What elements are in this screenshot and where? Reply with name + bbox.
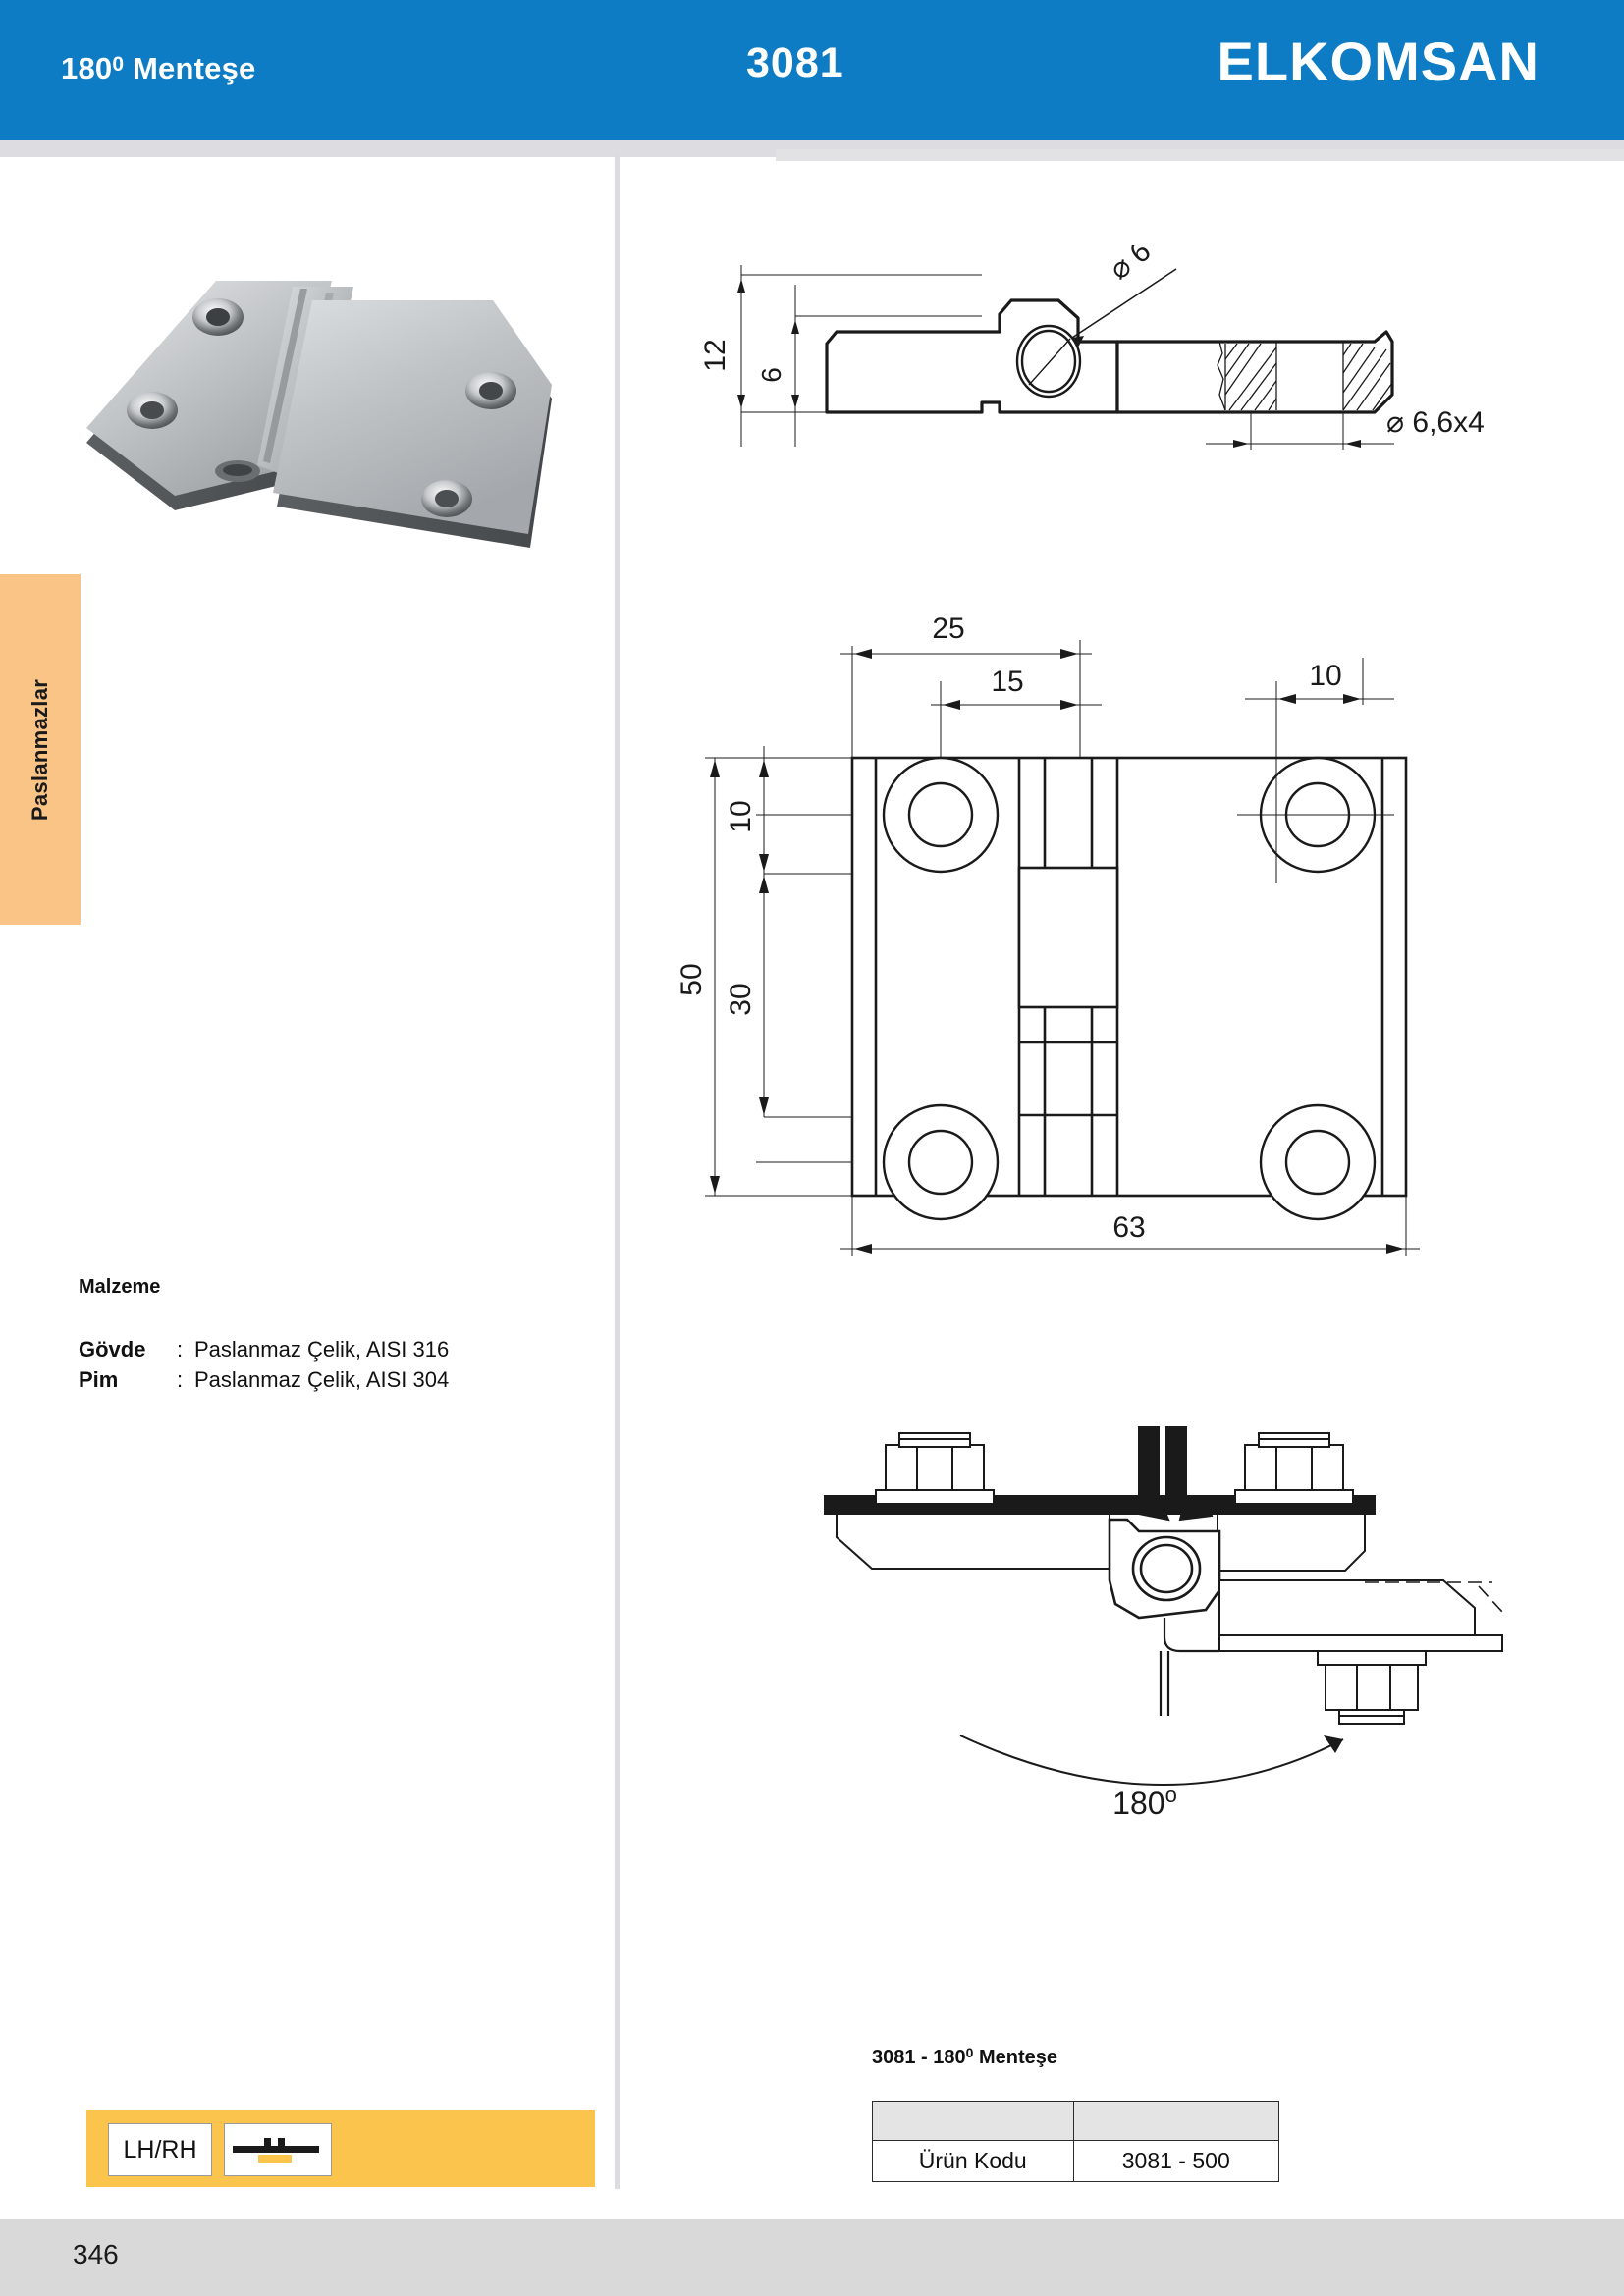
hinge-orientation-icon [233, 2138, 319, 2163]
order-table: Ürün Kodu 3081 - 500 [872, 2101, 1279, 2182]
bolt-assembly [1234, 1432, 1354, 1505]
angle-label: 180o [1112, 1783, 1177, 1821]
header-rule-secondary [776, 149, 1624, 161]
front-view-drawing: 25 15 10 10 30 50 63 [676, 613, 1420, 1256]
hinge-right-leaf [273, 300, 552, 548]
angle-degree-symbol: o [1165, 1783, 1177, 1807]
order-table-title-suffix: Menteşe [973, 2047, 1058, 2068]
table-row: Ürün Kodu 3081 - 500 [872, 2140, 1279, 2182]
order-title-degree-symbol: 0 [965, 2045, 974, 2060]
dimension-30: 30 [725, 983, 757, 1015]
footer-bar: 346 [0, 2219, 1624, 2296]
table-header-cell [1072, 2101, 1279, 2141]
column-divider [615, 152, 620, 2189]
material-key: Pim [79, 1367, 119, 1392]
material-row: Gövde : Paslanmaz Çelik, AISI 316 [79, 1334, 569, 1364]
page-number: 346 [73, 2239, 119, 2269]
dimension-6: 6 [756, 367, 786, 383]
degree-symbol: 0 [112, 53, 125, 76]
material-block: Malzeme Gövde : Paslanmaz Çelik, AISI 31… [79, 1276, 569, 1395]
dimension-10-horizontal: 10 [1309, 660, 1341, 692]
brand-logo: ELKOMSAN [1217, 30, 1540, 92]
header-product-code: 3081 [746, 39, 844, 86]
lhrh-badge[interactable]: LH/RH [108, 2123, 212, 2176]
product-photo [86, 281, 552, 548]
bolt-assembly [875, 1432, 995, 1505]
page-title: 1800 Menteşe [61, 51, 255, 86]
dimension-50: 50 [676, 963, 708, 995]
assembly-drawing: 180o [824, 1426, 1503, 1821]
side-section-drawing: 12 6 [699, 245, 1485, 450]
header-band [0, 0, 1624, 140]
order-table-title-prefix: 3081 - 180 [872, 2047, 966, 2068]
table-header-row [872, 2101, 1279, 2141]
dimension-15: 15 [991, 666, 1023, 698]
material-heading: Malzeme [79, 1276, 161, 1298]
table-header-cell [872, 2101, 1074, 2141]
material-value: Paslanmaz Çelik, AISI 304 [194, 1367, 450, 1392]
page-title-number: 180 [61, 51, 113, 85]
bolt-assembly-lower [1317, 1650, 1427, 1725]
page-title-rest: Menteşe [124, 51, 256, 85]
dimension-12: 12 [699, 339, 731, 371]
material-value: Paslanmaz Çelik, AISI 316 [194, 1337, 450, 1362]
sidebar-section-tab-label: Paslanmazlar [27, 678, 52, 821]
angle-value: 180 [1112, 1786, 1164, 1821]
dimension-pin-diameter: ⌀ 6 [1104, 245, 1157, 287]
dimension-25: 25 [932, 613, 964, 645]
lhrh-bar: LH/RH [86, 2110, 595, 2187]
hinge-knuckle-assembly [1108, 1518, 1221, 1620]
sidebar-section-tab[interactable]: Paslanmazlar [0, 574, 81, 925]
order-table-title: 3081 - 1800 Menteşe [872, 2045, 1057, 2069]
hinge-orientation-icon-box[interactable] [224, 2123, 332, 2176]
dimension-10-vertical: 10 [725, 800, 757, 832]
material-separator: : [177, 1367, 184, 1392]
dimension-hole-spec: ⌀ 6,6x4 [1386, 406, 1485, 439]
dimension-63: 63 [1112, 1211, 1145, 1244]
material-row: Pim : Paslanmaz Çelik, AISI 304 [79, 1364, 569, 1395]
material-separator: : [177, 1337, 184, 1362]
table-cell-label: Ürün Kodu [872, 2140, 1074, 2182]
table-cell-value: 3081 - 500 [1072, 2140, 1279, 2182]
material-key: Gövde [79, 1337, 146, 1362]
